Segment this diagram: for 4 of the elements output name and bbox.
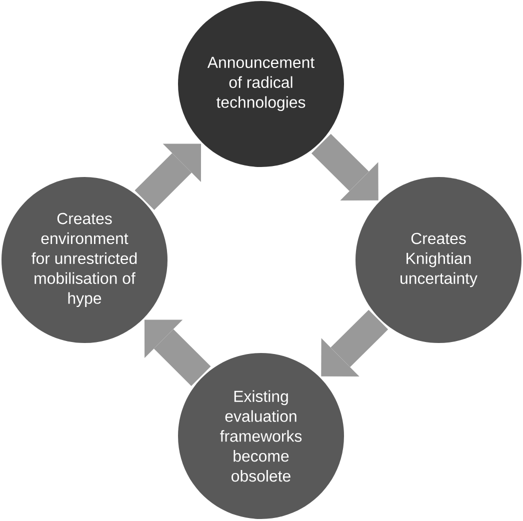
block-arrow — [311, 134, 378, 201]
block-arrow — [134, 144, 202, 210]
block-arrow — [144, 320, 211, 386]
block-arrow — [321, 310, 388, 377]
